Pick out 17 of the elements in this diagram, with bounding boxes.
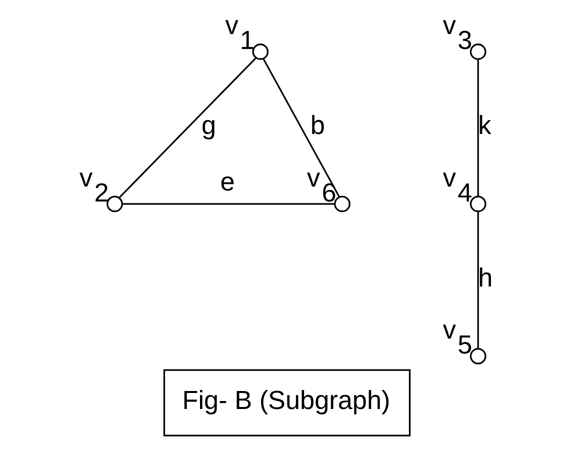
node-circle	[334, 196, 350, 212]
edge-label: g	[201, 110, 216, 140]
connector	[477, 60, 479, 196]
node-circle	[470, 196, 486, 212]
connector	[122, 203, 335, 205]
edge-label: b	[310, 110, 325, 140]
node-circle	[252, 44, 269, 60]
edge-label: h	[478, 262, 493, 292]
connector	[118, 58, 256, 198]
caption: Fig- B (Subgraph)	[182, 385, 390, 416]
connector	[262, 58, 340, 198]
node-circle	[470, 44, 486, 60]
node-circle	[106, 196, 123, 212]
edge-label: e	[220, 166, 235, 197]
edge-label: k	[478, 110, 492, 140]
connector	[477, 212, 479, 348]
node-circle	[470, 348, 486, 364]
